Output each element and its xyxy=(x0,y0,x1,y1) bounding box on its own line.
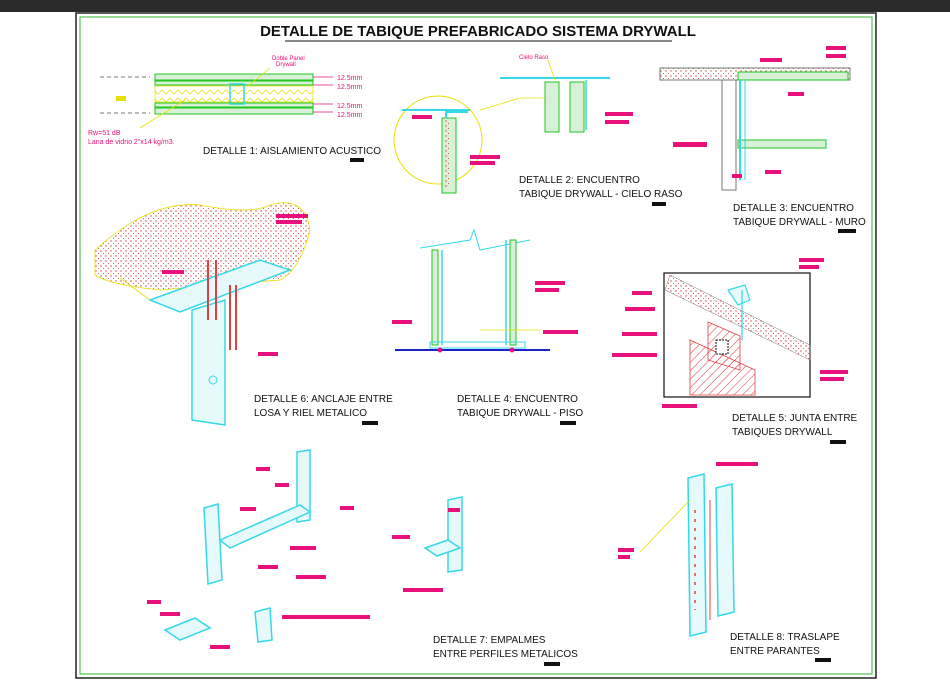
d5-caption-1: DETALLE 5: JUNTA ENTRE xyxy=(732,413,858,424)
d6-caption-2: LOSA Y RIEL METALICO xyxy=(254,408,367,419)
d1-note-2: Lana de vidrio 2"x14 kg/m3. xyxy=(88,139,175,146)
d6-caption-1: DETALLE 6: ANCLAJE ENTRE xyxy=(254,394,393,405)
detail-3-wall: DETALLE 3: ENCUENTRO TABIQUE DRYWALL - M… xyxy=(659,46,866,233)
sheet-inner-frame xyxy=(79,16,873,675)
detail-6-anchor: DETALLE 6: ANCLAJE ENTRE LOSA Y RIEL MET… xyxy=(94,202,393,426)
d7-caption-2: ENTRE PERFILES METALICOS xyxy=(433,649,578,660)
d8-caption-1: DETALLE 8: TRASLAPE xyxy=(730,632,840,643)
detail-8-overlap: DETALLE 8: TRASLAPE ENTRE PARANTES xyxy=(618,462,840,662)
detail-2-ceiling: Cielo Raso DETALLE 2: ENCUENTRO TABIQUE … xyxy=(393,55,683,206)
d1-dim-3: 12.5mm xyxy=(337,103,362,110)
detail-4-floor: DETALLE 4: ENCUENTRO TABIQUE DRYWALL - P… xyxy=(392,228,583,425)
d4-caption-1: DETALLE 4: ENCUENTRO xyxy=(457,394,578,405)
d4-caption-2: TABIQUE DRYWALL - PISO xyxy=(457,408,583,419)
d7-caption-1: DETALLE 7: EMPALMES xyxy=(433,635,546,646)
detail-1-acoustic: Doble Panel Drywall 12.5mm 12.5mm 12.5mm… xyxy=(88,56,381,162)
d1-dim-2: 12.5mm xyxy=(337,84,362,91)
sheet-title: DETALLE DE TABIQUE PREFABRICADO SISTEMA … xyxy=(260,23,696,40)
d1-board-label-1: Doble Panel xyxy=(272,56,305,62)
d8-caption-2: ENTRE PARANTES xyxy=(730,646,820,657)
sheet-frame xyxy=(75,12,877,679)
d1-dim-1: 12.5mm xyxy=(337,75,362,82)
detail-5-joint: DETALLE 5: JUNTA ENTRE TABIQUES DRYWALL xyxy=(612,258,858,444)
d1-note-1: Rw=51 dB xyxy=(88,130,121,137)
detail-7-splices: DETALLE 7: EMPALMES ENTRE PERFILES METAL… xyxy=(147,449,578,666)
d5-caption-2: TABIQUES DRYWALL xyxy=(732,427,833,438)
d2-ceiling-label: Cielo Raso xyxy=(519,55,549,61)
d1-caption: DETALLE 1: AISLAMIENTO ACUSTICO xyxy=(203,146,381,157)
d1-board-label-2: Drywall xyxy=(276,62,296,68)
d2-caption-1: DETALLE 2: ENCUENTRO xyxy=(519,175,640,186)
d2-caption-2: TABIQUE DRYWALL - CIELO RASO xyxy=(519,189,683,200)
d3-caption-2: TABIQUE DRYWALL - MURO xyxy=(733,217,866,228)
d3-caption-1: DETALLE 3: ENCUENTRO xyxy=(733,203,854,214)
d1-dim-4: 12.5mm xyxy=(337,112,362,119)
